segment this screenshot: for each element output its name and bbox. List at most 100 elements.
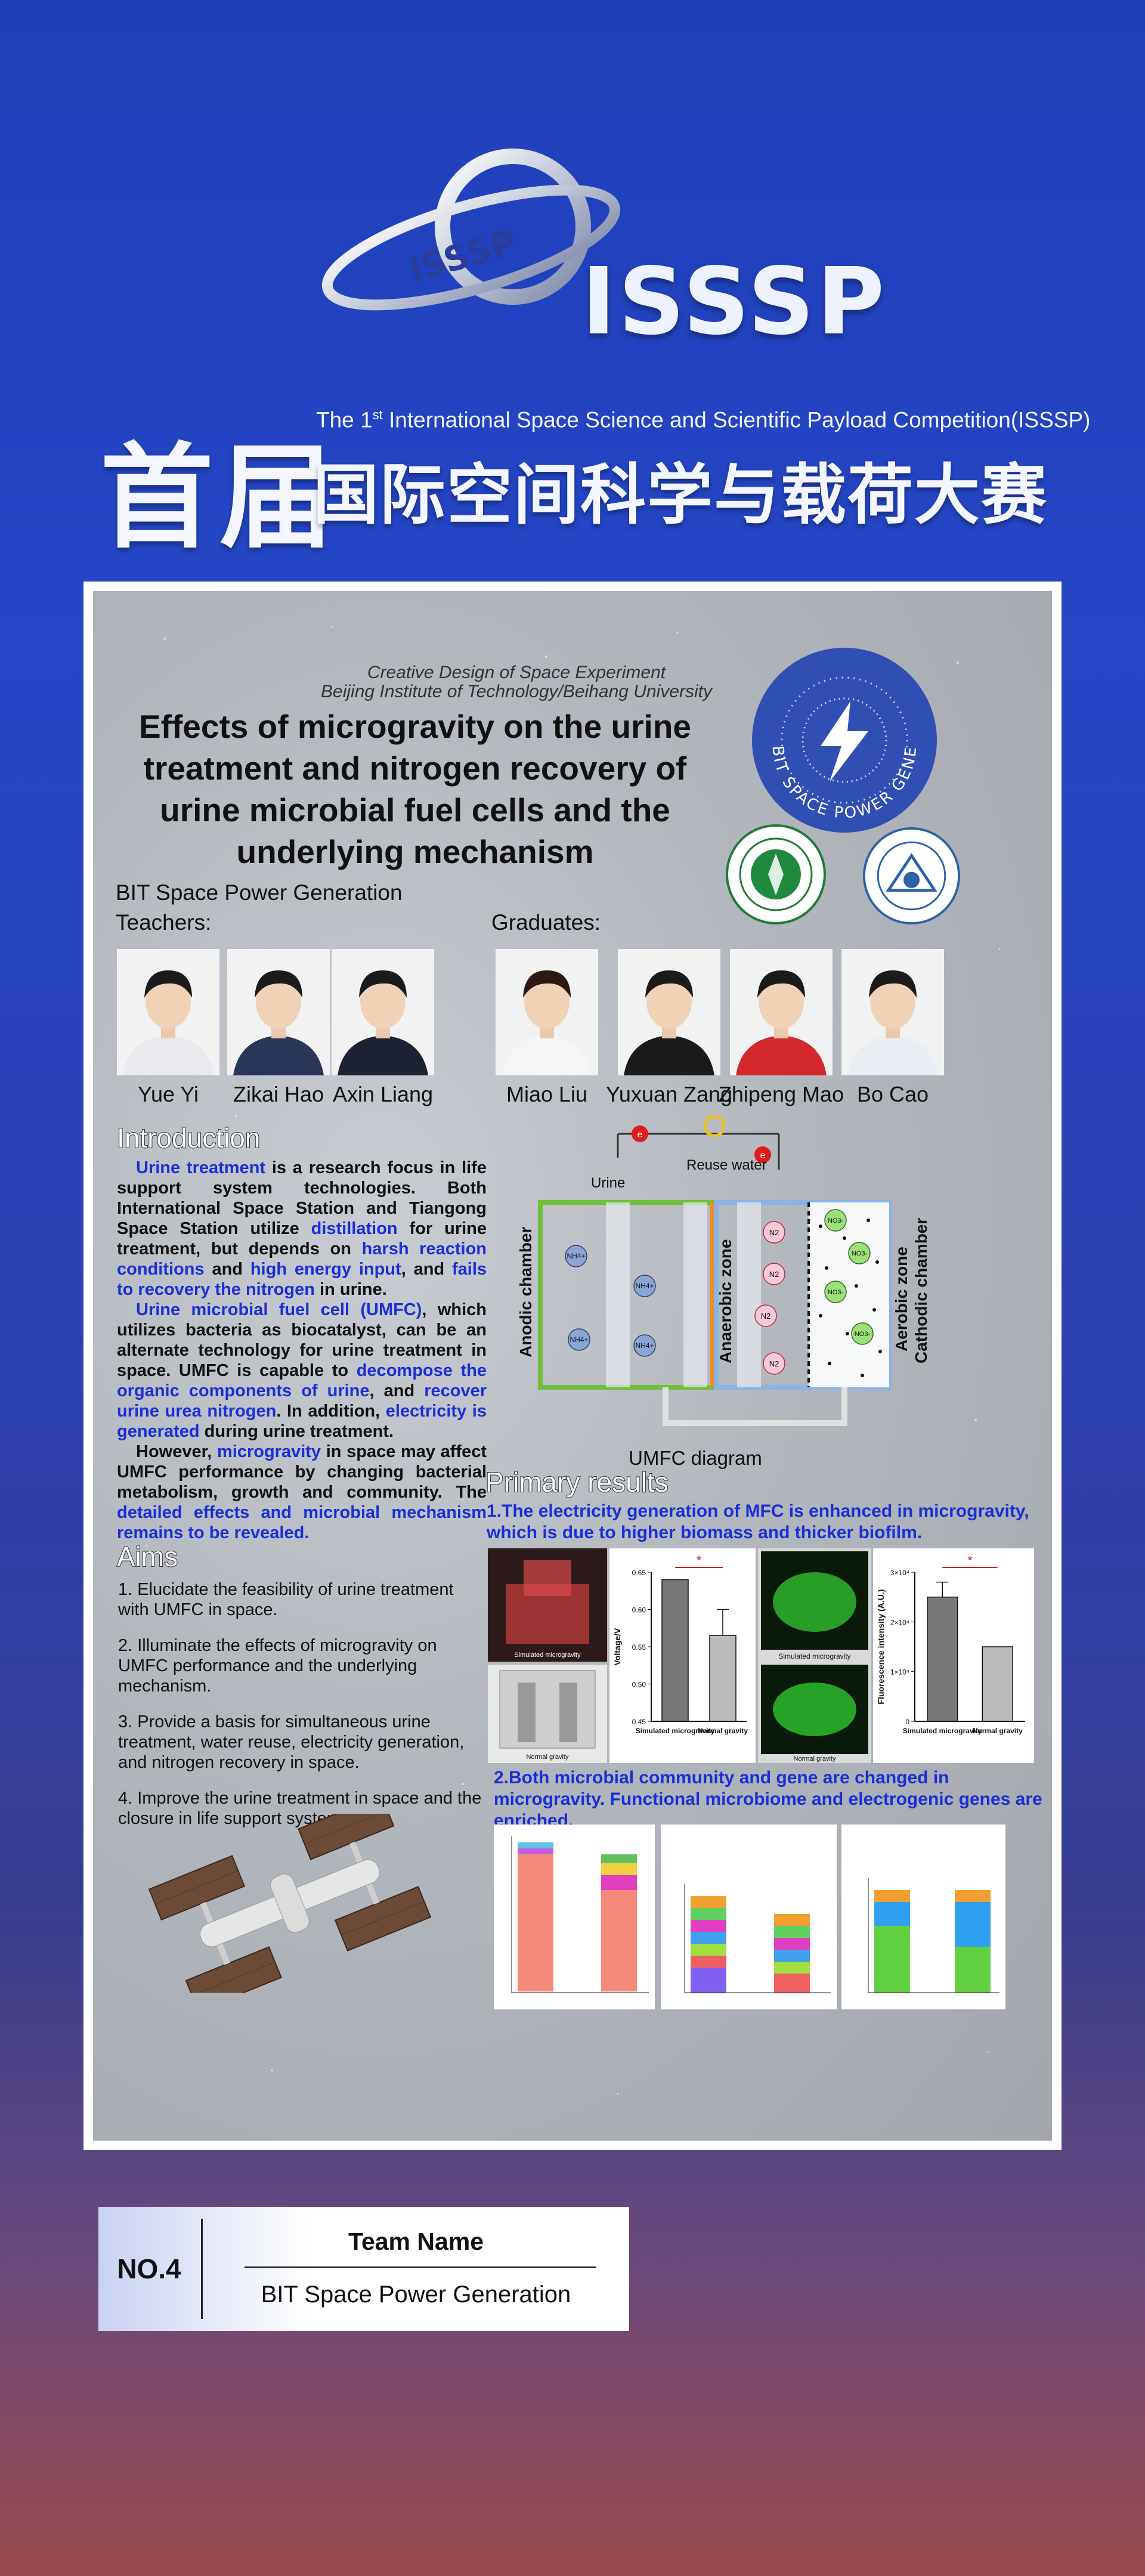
portrait-photo <box>841 949 944 1075</box>
result-1-text: 1.The electricity generation of MFC is e… <box>487 1501 1029 1542</box>
body-text: . In addition, <box>276 1402 386 1421</box>
poster-content: Creative Design of Space Experiment Beij… <box>93 591 1052 2141</box>
isssp-logo-text: ISSSP <box>581 248 887 355</box>
en-title-prefix: The 1 <box>316 407 373 432</box>
title-line: Effects of microgravity on the urine <box>138 708 691 745</box>
y-tick-label: 0.50 <box>632 1681 646 1689</box>
highlight-text: recover urine urea nitrogen <box>117 1381 487 1421</box>
highlight-text: Urine microbial fuel cell (UMFC) <box>136 1300 422 1319</box>
terminal-label: e <box>638 1130 643 1140</box>
portrait-figure <box>117 949 219 1075</box>
team-label: BIT Space Power Generation <box>116 880 403 905</box>
gene-stacked-panel <box>661 1824 837 2009</box>
portrait-photo <box>332 949 434 1075</box>
introduction-heading: Introduction <box>116 1122 261 1154</box>
bit-space-power-logo: BIT SPACE POWER GENERATION <box>749 645 937 833</box>
highlight-text: Urine treatment <box>136 1158 266 1177</box>
highlight-text: high energy input <box>250 1260 401 1279</box>
title-line: treatment and nitrogen recovery of <box>143 750 687 787</box>
chart-bar <box>709 1635 736 1722</box>
anodic-chamber-label: Anodic chamber <box>516 1227 535 1357</box>
significance-marker: * <box>967 1553 973 1568</box>
confocal-label: Normal gravity <box>794 1755 836 1762</box>
graduates-label: Graduates: <box>491 910 601 935</box>
body-text: , which utilizes bacteria as biocatalyst… <box>117 1300 487 1380</box>
highlight-text: electricity is generated <box>117 1402 487 1441</box>
confocal-images: Simulated microgravity Normal gravity <box>761 1551 868 1762</box>
reactor-photo: Normal gravity <box>499 1670 596 1761</box>
poster-title: Effects of microgravity on the urine tre… <box>117 706 713 873</box>
community-stacked-bars <box>511 1836 649 1993</box>
english-competition-title: The 1st International Space Science and … <box>316 407 1090 432</box>
x-tick-label: Normal gravity <box>698 1727 748 1735</box>
aims-heading: Aims <box>116 1541 178 1573</box>
cazy-stacked-panel <box>841 1824 1005 2009</box>
confocal-images-panel: Simulated microgravity Normal gravity <box>758 1548 871 1763</box>
title-line: urine microbial fuel cells and the <box>160 791 670 828</box>
y-tick-label: 2×10⁴ <box>890 1618 909 1626</box>
cazy-stacked-bars <box>868 1878 999 1993</box>
body-text: for urine treatment, but depends on <box>117 1219 487 1258</box>
highlight-text: decompose the organic components of urin… <box>117 1361 487 1400</box>
y-tick-label: 0.45 <box>632 1718 646 1726</box>
isssp-logo-emblem: ISSSP <box>321 149 621 311</box>
reactor-photo-normal: Normal gravity <box>488 1665 607 1763</box>
y-tick-label: 1×10⁴ <box>890 1668 909 1677</box>
aerobic-zone-label: Aerobic zone <box>892 1247 911 1352</box>
introduction-text: Urine treatment is a research focus in l… <box>117 1158 487 1543</box>
negative-terminal-icon <box>632 1125 648 1142</box>
body-text: , and <box>401 1260 452 1279</box>
reactor-photo: Simulated microgravity <box>488 1548 607 1662</box>
intro-paragraph: However, microgravity in space may affec… <box>117 1442 487 1543</box>
y-tick-label: 0.65 <box>632 1569 646 1577</box>
result-2-text: 2.Both microbial community and gene are … <box>494 1768 1042 1830</box>
positive-terminal-icon <box>754 1146 771 1163</box>
y-tick-label: 0.55 <box>632 1643 646 1652</box>
body-text: is a research focus in life support syst… <box>117 1158 487 1238</box>
significance-marker: * <box>697 1553 702 1568</box>
x-tick-label: Normal gravity <box>973 1727 1023 1735</box>
cn-first-edition: 首届 <box>100 432 339 564</box>
y-tick-label: 0.60 <box>632 1606 646 1615</box>
team-name-label: Team Name <box>348 2228 484 2255</box>
poster-subtitle-1: Creative Design of Space Experiment <box>367 663 666 682</box>
person-name: Zhipeng Mao <box>718 1082 844 1106</box>
card-divider <box>201 2219 203 2319</box>
photo-label: Normal gravity <box>527 1754 569 1761</box>
primary-results-heading: Primary results <box>485 1466 669 1498</box>
nh4-label: NH4+ <box>567 1252 585 1260</box>
aim-item: 3. Provide a basis for simultaneous urin… <box>118 1712 465 1772</box>
team-name-card: NO.4 Team Name BIT Space Power Generatio… <box>98 2207 629 2331</box>
reactor-photo-microgravity: Simulated microgravity <box>488 1548 607 1662</box>
portrait-photo <box>117 949 219 1075</box>
reuse-water-label: Reuse water <box>686 1157 767 1173</box>
portrait-photo <box>227 949 330 1075</box>
body-text: However, <box>136 1442 217 1461</box>
body-text: in urine. <box>314 1280 387 1299</box>
nh4-label: NH4+ <box>635 1282 654 1290</box>
person-name: Axin Liang <box>332 1082 434 1106</box>
aims-list: 1. Elucidate the feasibility of urine tr… <box>118 1579 488 1844</box>
nh4-label: NH4+ <box>635 1341 654 1350</box>
anaerobic-zone-label: Anaerobic zone <box>716 1239 735 1363</box>
y-tick-label: 3×10⁴ <box>890 1569 909 1577</box>
portrait-photo <box>496 949 598 1075</box>
portrait-figure <box>841 949 944 1075</box>
no3-label: NO3- <box>828 1289 844 1296</box>
teachers-label: Teachers: <box>116 910 212 935</box>
aim-item: 2. Illuminate the effects of microgravit… <box>118 1636 437 1696</box>
chinese-competition-title: 国际空间科学与载荷大赛 <box>313 457 1048 533</box>
person-name: Yue Yi <box>137 1082 199 1106</box>
intro-paragraph: Urine microbial fuel cell (UMFC), which … <box>117 1300 487 1442</box>
body-text: during urine treatment. <box>199 1422 394 1441</box>
portrait-photo <box>618 949 720 1075</box>
n2-label: N2 <box>769 1270 779 1279</box>
y-tick-label: 0 <box>905 1718 909 1726</box>
person-name: Yuxuan Zang <box>605 1082 733 1106</box>
terminal-label: e <box>760 1151 766 1161</box>
urine-label: Urine <box>591 1175 625 1191</box>
no3-label: NO3- <box>852 1250 868 1257</box>
portrait-figure <box>730 949 833 1075</box>
body-text: , and <box>369 1381 425 1400</box>
